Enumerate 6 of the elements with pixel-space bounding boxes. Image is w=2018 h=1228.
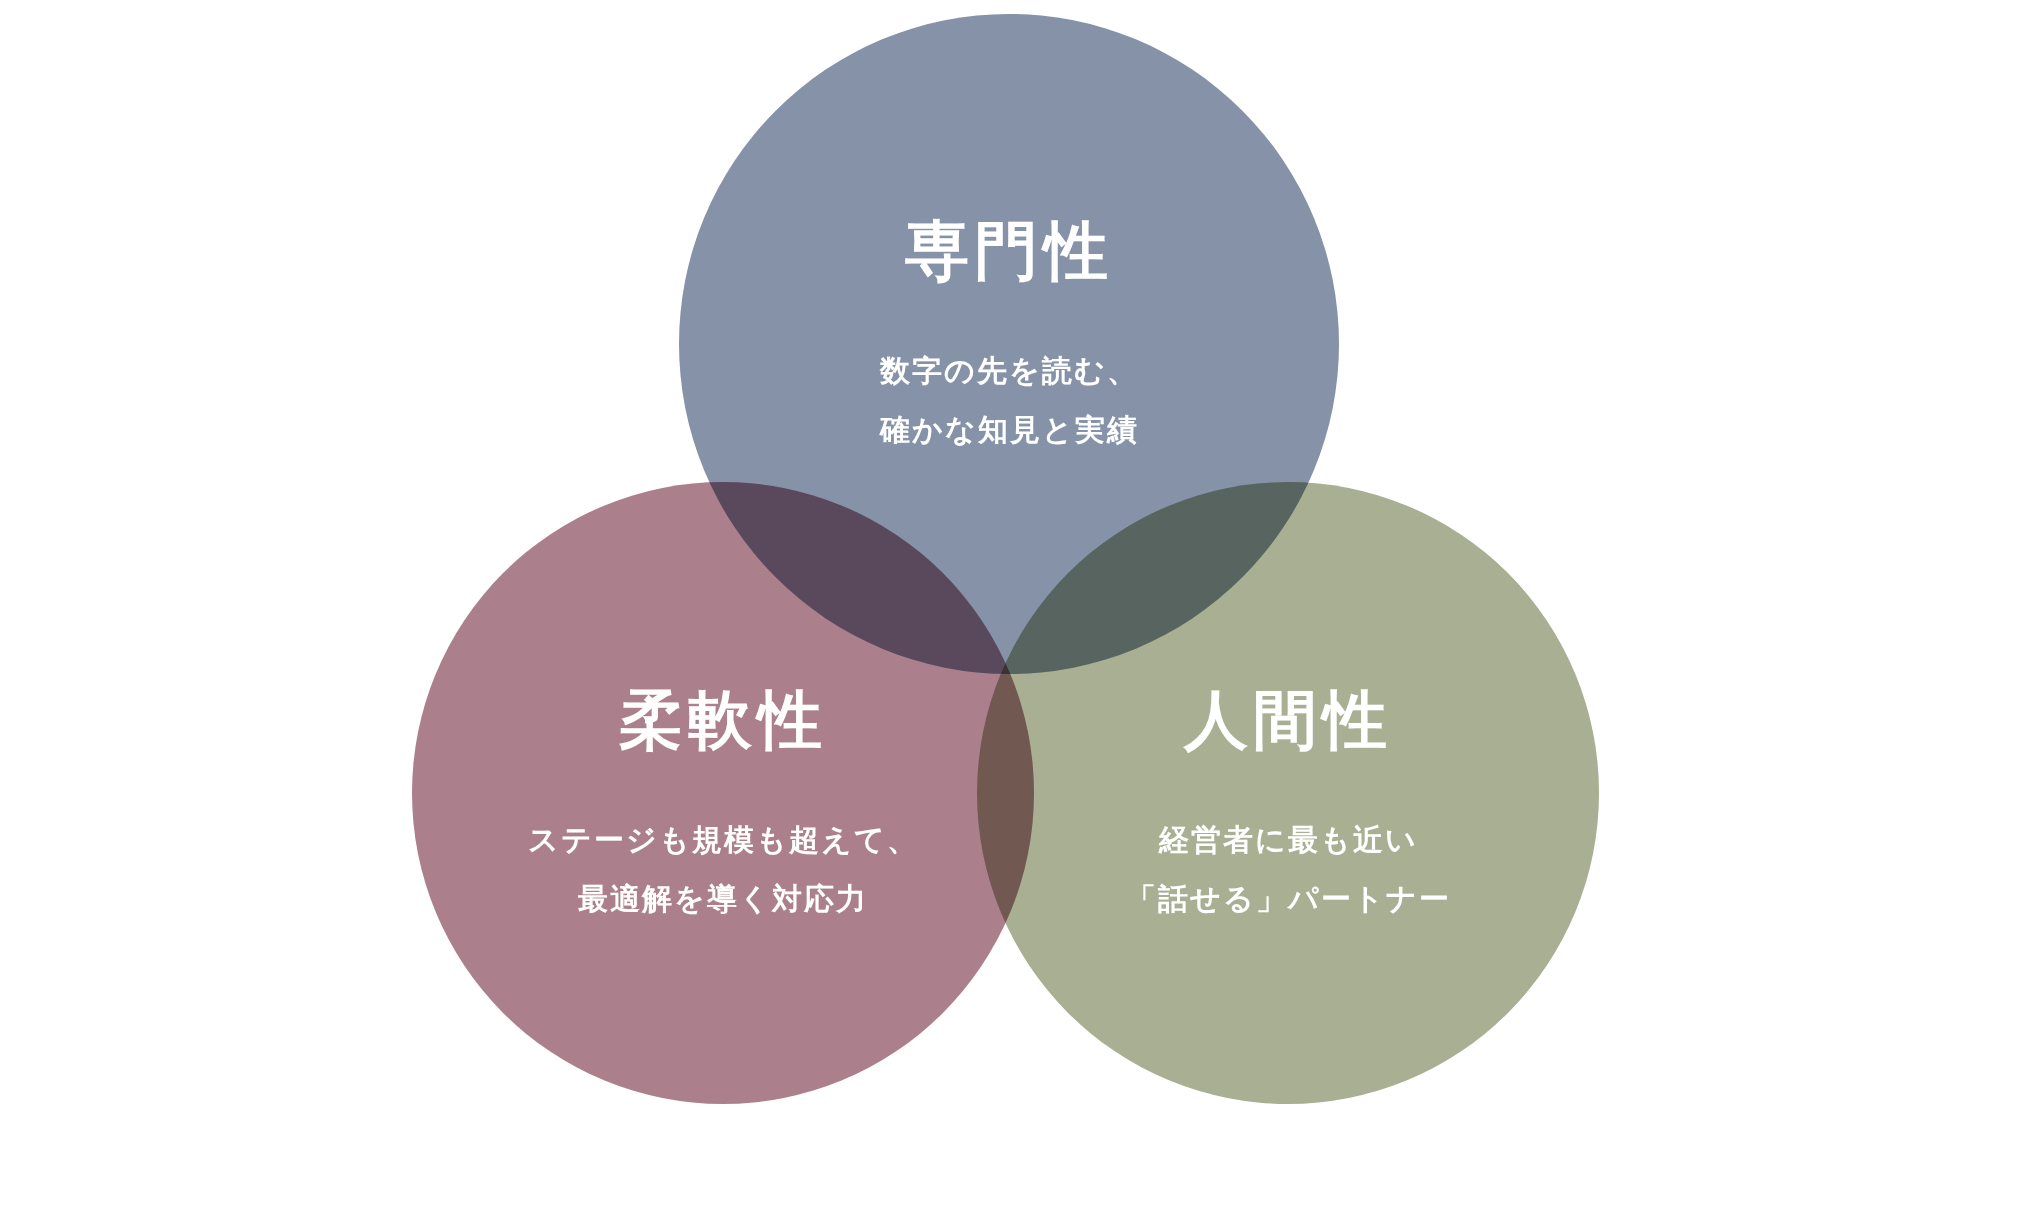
circle-title: 柔軟性: [619, 688, 827, 752]
circle-description: ステージも規模も超えて、最適解を導く対応力: [526, 821, 920, 918]
circle-title: 専門性: [905, 219, 1113, 283]
circle-description: 数字の先を読む、確かな知見と実績: [878, 352, 1140, 449]
circle-description: 経営者に最も近い「話せる」パートナー: [1124, 821, 1452, 918]
circle-title: 人間性: [1184, 688, 1392, 752]
